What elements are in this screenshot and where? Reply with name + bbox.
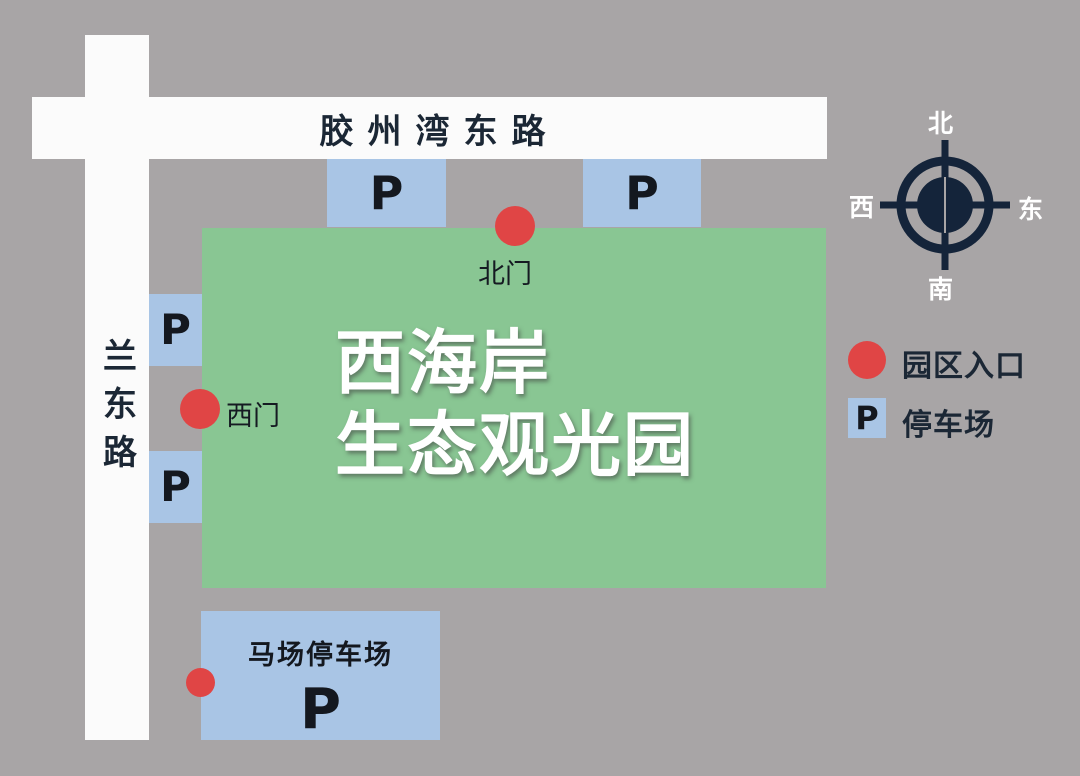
west-gate-label: 西门 [226,401,280,432]
parking-lot-north-1: P [327,159,446,227]
parking-lot-west-2: P [149,451,202,523]
road-west-label: 兰东路 [96,338,137,482]
compass-east: 东 [1018,195,1044,224]
parking-symbol: P [625,166,659,220]
compass-north: 北 [928,109,954,138]
parking-lot-north-2: P [583,159,701,227]
legend-parking-label: 停车场 [902,408,995,443]
legend-entrance-marker [848,341,886,379]
road-north-label: 胶州湾东路 [319,111,560,152]
road-jiaozhouwan-east [32,97,827,159]
legend-entrance-label: 园区入口 [902,349,1026,384]
legend-parking-marker: P [848,398,886,438]
parking-symbol: P [160,305,191,354]
parking-lot-west-1: P [149,294,202,366]
parking-symbol: P [160,462,191,511]
parking-symbol: P [369,166,404,220]
park-name-line2: 生态观光园 [335,404,695,486]
north-gate-marker [495,206,535,246]
horse-lot-title: 马场停车场 [248,640,393,671]
parking-symbol: P [855,399,879,437]
road-landong [85,35,149,740]
parking-symbol: P [299,677,342,742]
parking-lot-horse-farm: 马场停车场 P [201,611,440,740]
compass-west: 西 [849,193,875,222]
compass-icon [880,140,1010,270]
park-name-line1: 西海岸 [335,322,551,404]
park-name: 西海岸 生态观光园 [335,322,755,486]
compass-south: 南 [928,275,954,304]
horse-lot-entrance-marker [186,668,215,697]
park-area [202,228,826,588]
north-gate-label: 北门 [478,259,532,290]
west-gate-marker [180,389,220,429]
